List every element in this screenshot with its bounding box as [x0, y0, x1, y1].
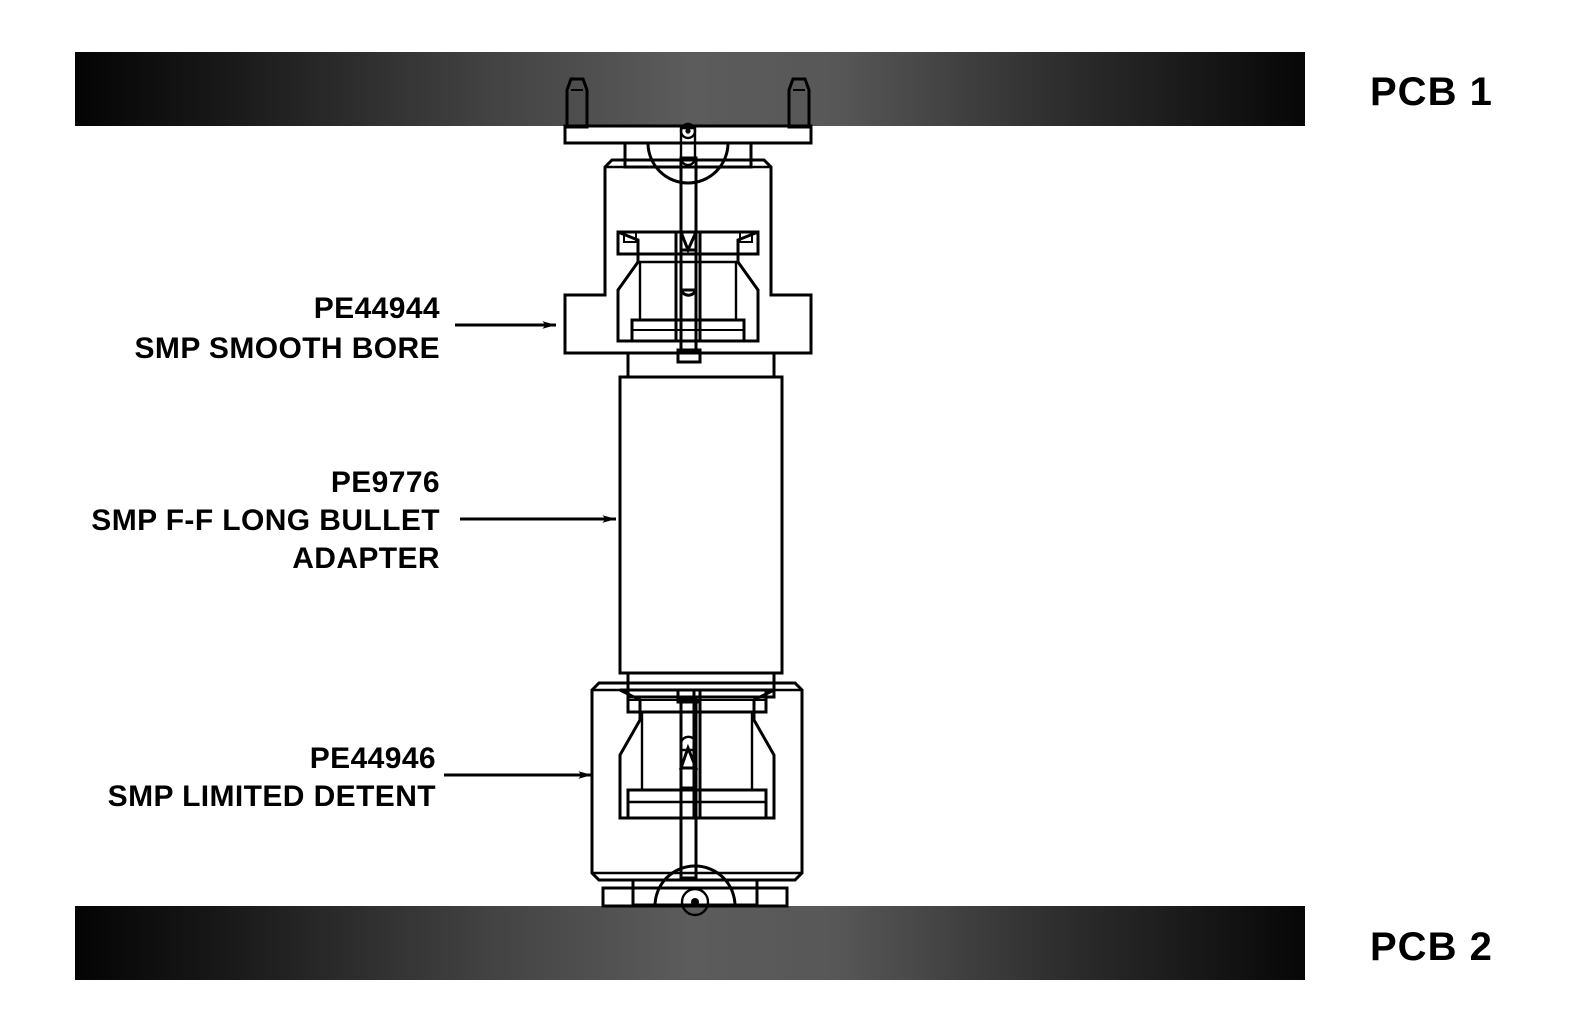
callout-limited-detent-description: SMP LIMITED DETENT: [108, 780, 436, 813]
smp-limited-detent-assembly: [590, 681, 804, 917]
callout-limited-detent-part-number: PE44946: [310, 742, 436, 775]
smooth-bore-inner-cavity: [616, 230, 760, 343]
smooth-bore-neck: [623, 141, 753, 169]
pcb-2-label: PCB 2: [1370, 925, 1493, 969]
callout-bullet-adapter-description-line-1: SMP F-F LONG BULLET: [91, 504, 440, 537]
smooth-bore-outer-body: [563, 158, 813, 355]
pcb-1-board: [75, 52, 1305, 126]
callout-smooth-bore-part-number: PE44944: [314, 292, 440, 325]
pcb-2-board: [75, 906, 1305, 980]
pcb-1-label: PCB 1: [1370, 70, 1493, 114]
limited-detent-center-boss: [653, 864, 737, 917]
limited-detent-center-pin: [678, 698, 699, 880]
smooth-bore-center-boss: [646, 122, 730, 185]
smooth-bore-center-pin: [676, 156, 702, 364]
callout-bullet-adapter[interactable]: PE9776 SMP F-F LONG BULLET ADAPTER: [91, 466, 616, 575]
callout-bullet-adapter-part-number: PE9776: [331, 466, 440, 499]
callout-bullet-adapter-description-line-2: ADAPTER: [292, 542, 440, 575]
smp-ff-long-bullet-adapter: [618, 351, 784, 704]
callout-limited-detent[interactable]: PE44946 SMP LIMITED DETENT: [108, 742, 592, 813]
callout-smooth-bore-description: SMP SMOOTH BORE: [135, 332, 440, 365]
callout-smooth-bore[interactable]: PE44944 SMP SMOOTH BORE: [135, 292, 556, 365]
smp-smooth-bore-assembly: [563, 77, 813, 364]
limited-detent-inner-cavity: [618, 688, 776, 820]
